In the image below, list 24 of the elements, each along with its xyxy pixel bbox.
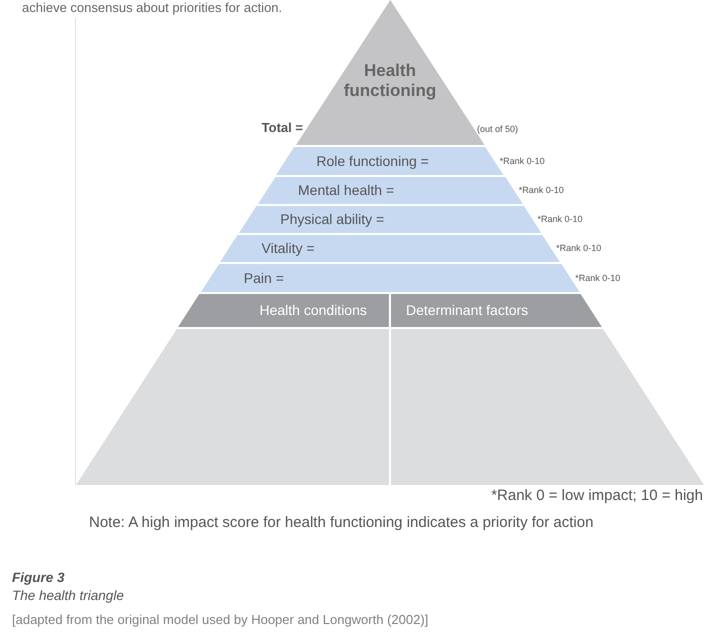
tier-label: Vitality = [262,240,315,257]
tier-label: Physical ability = [280,211,384,228]
tier-label: Pain = [244,270,284,286]
source-note: [adapted from the original model used by Hooper and Longworth (2002)] [12,612,428,628]
rank-note: *Rank 0-10 [500,156,545,166]
pyramid-base-section [391,329,704,485]
pyramid-tier [391,294,602,327]
rank-note: *Rank 0-10 [537,214,582,225]
score-range-note: (out of 50) [476,124,518,134]
note-text: Note: A high impact score for health functioning indicates a priority for action [89,514,594,532]
rank-scale-note: *Rank 0 = low impact; 10 = high [491,487,703,505]
apex-title: Health functioning [342,61,438,102]
rank-note: *Rank 0-10 [518,185,564,196]
total-label: Total = [262,120,303,136]
pyramid-tier [178,294,389,327]
body-text: achieve consensus about priorities for action. [22,0,282,16]
pyramid-base-section [76,329,389,485]
tier-label: Role functioning = [316,152,429,170]
tier-label: Determinant factors [406,302,528,319]
tier-label: Mental health = [298,182,394,199]
rank-note: *Rank 0-10 [556,243,602,254]
figure-caption: Figure 3 The health triangle [12,569,124,604]
tier-label: Health conditions [259,302,367,319]
rank-note: *Rank 0-10 [575,272,620,284]
